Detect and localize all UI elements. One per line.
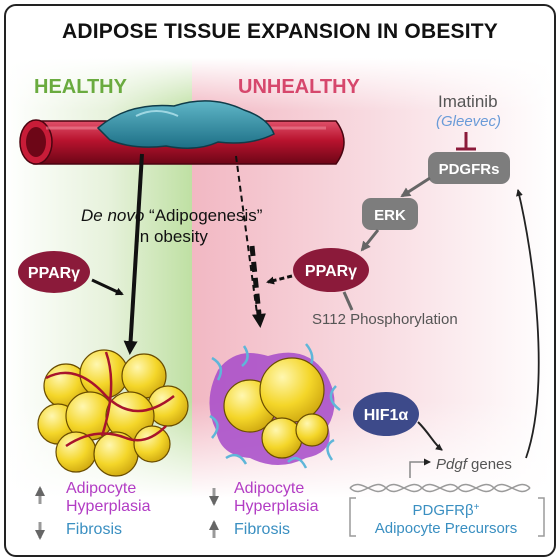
- unhealthy-outcome-3: Fibrosis: [234, 521, 290, 538]
- healthy-pparg-label: PPARγ: [28, 265, 80, 282]
- pdgfrs-node: [428, 152, 510, 184]
- feedback-arrow: [516, 189, 540, 459]
- genes-label: Pdgf genes: [436, 456, 512, 473]
- diagram-canvas: HEALTHY UNHEALTHY De novo “Adipogenesis”…: [6, 58, 554, 540]
- in-obesity-label: in obesity: [136, 227, 208, 246]
- adipogenesis-label: De novo “Adipogenesis”: [81, 206, 263, 225]
- healthy-adipogenesis-arrow: [123, 153, 144, 355]
- unhealthy-outcome-1: Adipocyte: [234, 480, 304, 497]
- bracket-left: [349, 497, 356, 537]
- erk-pparg-arrow: [360, 229, 380, 252]
- healthy-outcome-3: Fibrosis: [66, 521, 122, 538]
- pparg-inhibit-arrow: [266, 274, 293, 285]
- unhealthy-thin-dashed-line: [235, 155, 259, 322]
- bracket-right: [538, 497, 545, 537]
- hif-label: HIF1α: [364, 407, 409, 424]
- healthy-pparg-arrow: [91, 278, 124, 296]
- unhealthy-adipocyte-cluster: [223, 357, 329, 459]
- hif-arrow: [417, 421, 443, 451]
- healthy-outcome-1: Adipocyte: [66, 480, 136, 497]
- pdgfrs-label: PDGFRs: [439, 161, 500, 178]
- hif-node: [353, 392, 419, 436]
- unhealthy-outcome-2: Hyperplasia: [234, 498, 319, 515]
- drug-alt-label: (Gleevec): [436, 113, 501, 130]
- drug-label: Imatinib: [438, 92, 498, 111]
- healthy-adipocyte-cluster: [37, 349, 189, 477]
- precursor-line2: Adipocyte Precursors: [375, 520, 518, 537]
- figure-frame: HEALTHY UNHEALTHY De novo “Adipogenesis”…: [4, 4, 556, 557]
- unhealthy-pparg-node: [293, 248, 369, 292]
- erk-label: ERK: [374, 207, 406, 224]
- precursor-line1: PDGFRβ+: [413, 502, 480, 520]
- figure-title: ADIPOSE TISSUE EXPANSION IN OBESITY: [61, 20, 499, 43]
- promoter-arrow: [409, 458, 431, 478]
- phospho-connector: [342, 291, 354, 311]
- healthy-pparg-node: [18, 251, 90, 293]
- healthy-label: HEALTHY: [34, 76, 128, 98]
- erk-node: [362, 198, 418, 230]
- healthy-outcome-2: Hyperplasia: [66, 498, 151, 515]
- unhealthy-pparg-label: PPARγ: [305, 263, 357, 280]
- unhealthy-adipogenesis-arrow: [249, 245, 266, 328]
- healthy-capillaries: [45, 351, 175, 448]
- phospho-label: S112 Phosphorylation: [312, 311, 458, 328]
- pdgfr-erk-arrow: [400, 176, 431, 198]
- unhealthy-label: UNHEALTHY: [238, 76, 361, 98]
- dna-helix: [349, 483, 531, 493]
